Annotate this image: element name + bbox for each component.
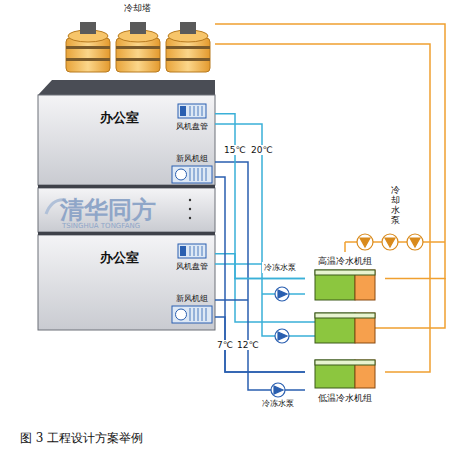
pipe-connector — [215, 177, 305, 372]
return-pipes — [215, 124, 445, 390]
slab — [38, 185, 215, 188]
pipe-connector — [215, 317, 305, 372]
floor — [38, 235, 215, 330]
dot — [189, 199, 191, 201]
pipe-connector — [215, 44, 430, 372]
chiller — [315, 270, 375, 300]
pump-symbol — [357, 234, 423, 250]
pipe-connector — [215, 24, 445, 279]
temperature-label: 15℃ — [222, 145, 248, 155]
fresh-air-unit-text: 新风机组 — [176, 154, 208, 164]
fan-coil-unit-text: 风机盘管 — [176, 262, 208, 272]
roof — [38, 80, 215, 95]
watermark: TSINGHUA TONGFANG — [62, 222, 140, 230]
temperature-label: 7℃ — [215, 340, 235, 350]
temperature-label: 20℃ — [249, 145, 275, 155]
pipe-connector — [215, 114, 305, 279]
high-temp-chiller: 高温冷水机组 — [305, 255, 385, 302]
pipe-connector — [215, 254, 305, 279]
fresh-air-unit: 新风机组 — [168, 293, 215, 325]
fresh-air-unit-icon — [172, 306, 212, 323]
cooling-tower-group-text: 冷却塔 — [124, 2, 151, 15]
office-floor: 办公室风机盘管新风机组 — [38, 235, 215, 330]
figure-caption: 图 3 工程设计方案举例 — [20, 430, 143, 447]
pump-label: 冷冻水泵 — [262, 262, 298, 273]
office-floor: 办公室风机盘管新风机组 — [38, 95, 215, 185]
watermark: 清华同方 — [60, 194, 156, 226]
fan-coil-icon — [178, 104, 206, 118]
cooling-tower-group: 冷却塔 — [60, 0, 215, 80]
office-floor-text: 办公室 — [100, 249, 139, 267]
pump-label: 冷冻水泵 — [262, 398, 294, 409]
fan-coil-unit: 风机盘管 — [168, 101, 215, 133]
pump-symbol — [271, 287, 289, 397]
chiller — [315, 360, 375, 388]
cooling-towers — [66, 22, 210, 72]
fan-coil-unit: 风机盘管 — [168, 241, 215, 273]
chiller — [315, 313, 375, 343]
high-temp-chiller-text: 高温冷水机组 — [318, 255, 372, 268]
dot — [189, 208, 191, 210]
temperature-label: 12℃ — [235, 340, 261, 350]
fan-coil-unit-text: 风机盘管 — [176, 122, 208, 132]
dot — [189, 217, 191, 219]
fresh-air-unit-icon — [172, 166, 212, 183]
low-temp-chiller-text: 低温冷水机组 — [318, 392, 372, 405]
floor — [38, 95, 215, 185]
fresh-air-unit-text: 新风机组 — [176, 294, 208, 304]
fan-coil-icon — [178, 244, 206, 258]
floor — [38, 188, 215, 232]
slab — [38, 232, 215, 235]
fresh-air-unit: 新风机组 — [168, 153, 215, 185]
low-temp-chiller: 低温冷水机组 — [305, 358, 385, 405]
pump-label: 冷却水泵 — [391, 186, 400, 226]
office-floor-text: 办公室 — [100, 109, 139, 127]
